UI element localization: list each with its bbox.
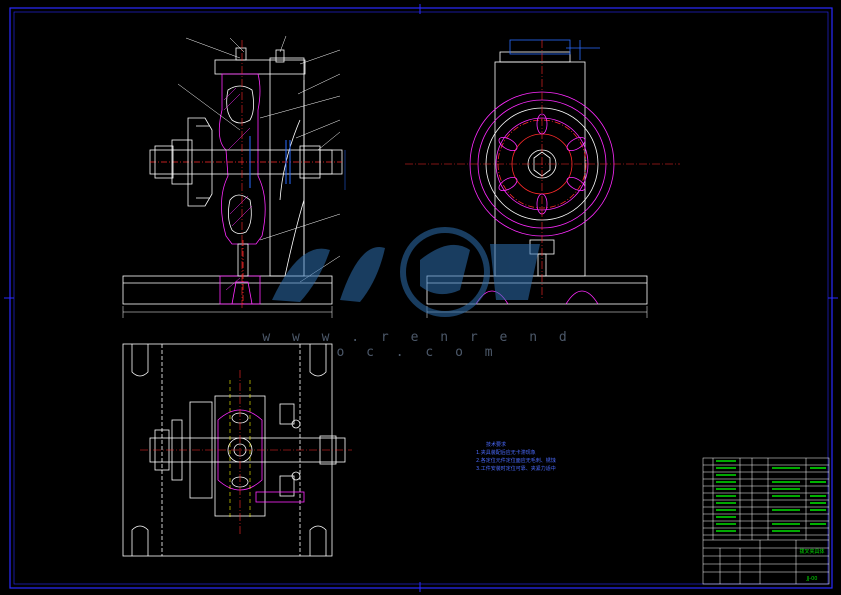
side-view: [405, 39, 680, 318]
title-block-part-name: 拨叉夹具体: [799, 548, 824, 555]
notes-line: 2.各定位元件定位面应无毛刺、锈蚀: [476, 458, 556, 464]
notes-line: 1.夹具装配后应无卡滞现象: [476, 450, 536, 456]
notes-header: 技术要求: [486, 442, 507, 448]
technical-notes: 技术要求 1.夹具装配后应无卡滞现象 2.各定位元件定位面应无毛刺、锈蚀 3.工…: [476, 441, 556, 473]
drawing-frame: [4, 4, 838, 592]
top-view: [122, 343, 352, 557]
watermark-url: w w w . r e n r e n d o c . c o m: [262, 330, 574, 360]
notes-line: 3.工件安装时定位可靠、夹紧力适中: [476, 466, 556, 472]
title-block-drawing-no: JJ-00: [806, 576, 818, 582]
renrendoc-logo-icon: [272, 227, 540, 317]
bom-table: [702, 457, 830, 585]
